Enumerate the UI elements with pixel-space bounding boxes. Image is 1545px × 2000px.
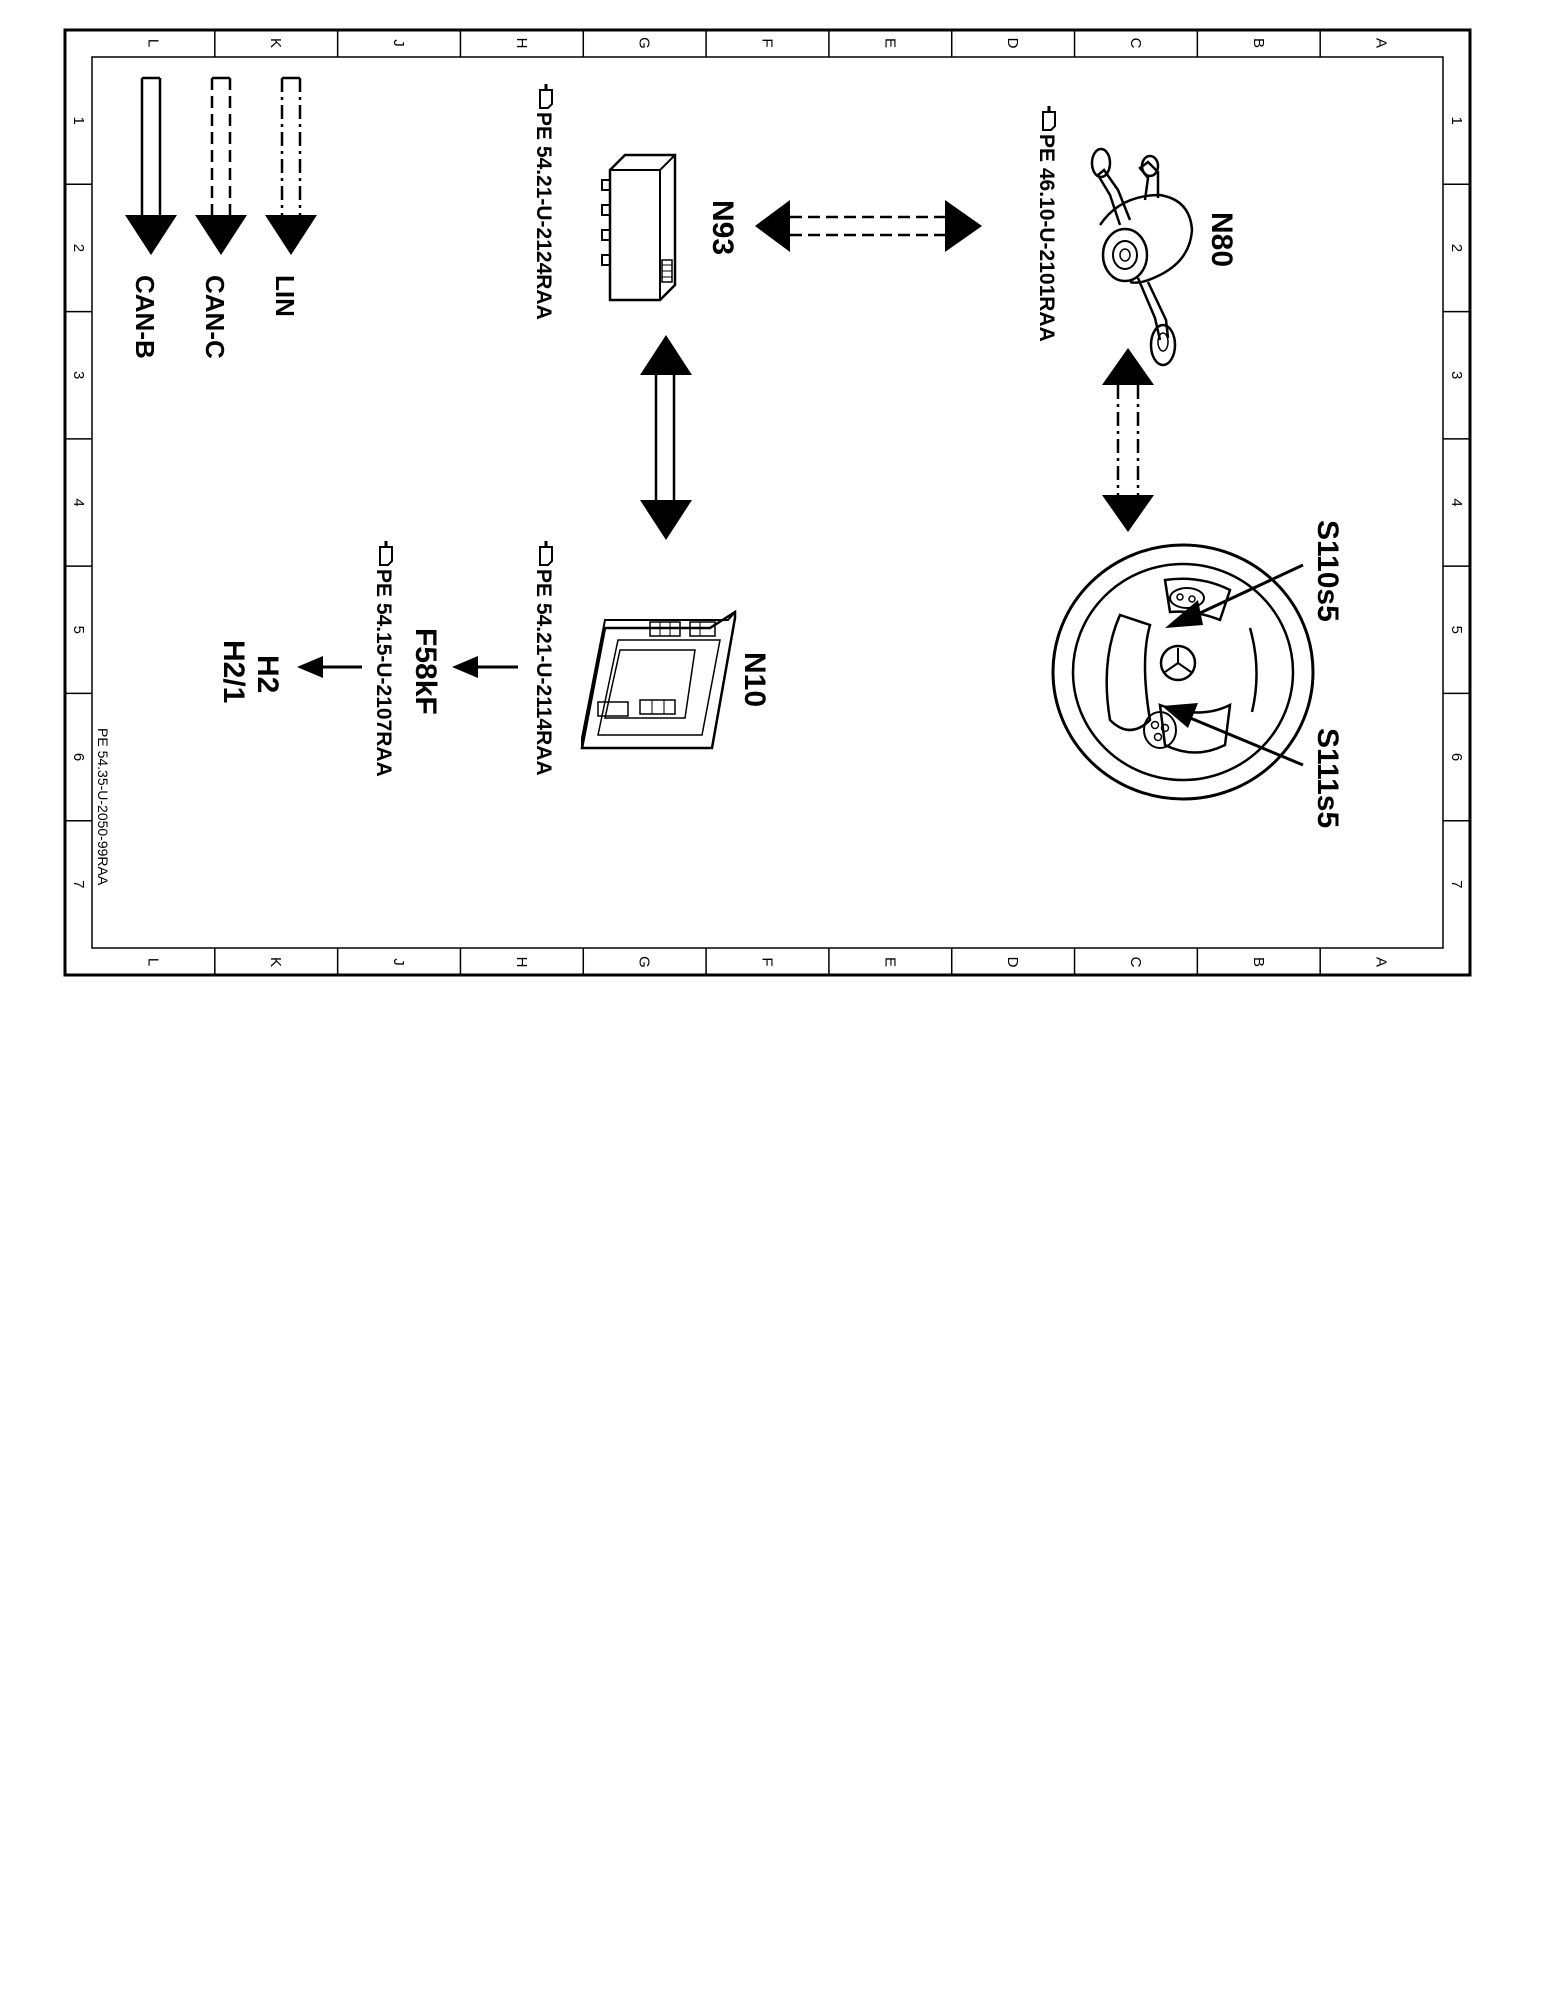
steering-wheel-icon [1051,543,1315,801]
grid-column-label-bottom: H [513,957,530,968]
s110s5-label: S110s5 [1311,520,1344,622]
grid-column-label-bottom: D [1004,957,1021,968]
grid-column-label-top: F [759,38,776,47]
n80-label: N80 [1205,212,1238,267]
grid-column-label-top: E [881,38,898,48]
grid-column-label-bottom: A [1373,957,1390,967]
drawing-frame [63,28,1472,977]
grid-row-label-left: 2 [70,244,87,252]
grid-column-label-top: H [513,38,530,49]
grid-row-label-left: 7 [70,880,87,888]
grid-row-label-left: 1 [70,116,87,124]
legend-can-c-arrow [195,76,247,255]
grid-column-label-bottom: E [881,957,898,967]
grid-column-label-bottom: G [636,956,653,968]
grid-column-label-bottom: K [267,957,284,967]
grid-labels: L L K K J J H H G G F F E E D D C C B B A A 1 1 2 2 3 3 4 4 5 5 6 6 7 7 [70,37,1465,968]
n93-module-icon [601,153,677,302]
n93-ref: PE 54.21-U-2124RAA [532,112,555,320]
n10-label: N10 [738,652,771,707]
can-b-connection-n93-n10 [640,335,692,540]
grid-row-label-right: 6 [1448,753,1465,761]
grid-row-label-left: 5 [70,626,87,634]
f58kf-to-h2-arrow [297,656,362,678]
grid-row-label-left: 3 [70,371,87,379]
s110s5-pointer-arrow [1165,563,1304,628]
n93-label: N93 [706,200,739,255]
grid-column-label-bottom: F [759,957,776,966]
grid-column-label-top: K [267,38,284,48]
grid-row-label-right: 1 [1448,116,1465,124]
grid-column-label-top: L [144,39,161,47]
legend: LIN CAN-C CAN-B [125,76,317,359]
legend-can-b-arrow [125,76,177,255]
n80-ref-pointer-icon [1042,106,1056,131]
grid-column-label-bottom: B [1250,957,1267,967]
legend-lin-label: LIN [270,275,300,317]
n10-ref: PE 54.21-U-2114RAA [532,569,555,776]
grid-row-label-left: 4 [70,498,87,506]
legend-can-b-label: CAN-B [130,275,160,359]
grid-column-label-top: B [1250,38,1267,48]
can-c-connection-n80-n93 [755,200,982,252]
grid-column-label-bottom: L [144,958,161,966]
h2-1-label: H2/1 [217,640,250,703]
n10-ref-pointer-icon [539,541,553,566]
grid-row-label-right: 4 [1448,498,1465,506]
f58kf-ref-pointer-icon [379,541,393,566]
drawing-id: PE 54.35-U-2050-99RAA [95,728,111,886]
n10-module-icon [580,609,737,750]
n80-ref: PE 46.10-U-2101RAA [1035,134,1058,342]
grid-ticks [65,30,1470,975]
grid-column-label-top: D [1004,38,1021,49]
grid-column-label-bottom: J [390,958,407,966]
grid-column-label-top: J [390,39,407,47]
s111s5-pointer-arrow [1162,703,1304,767]
grid-row-label-left: 6 [70,753,87,761]
legend-lin-arrow [265,76,317,255]
s111s5-label: S111s5 [1311,728,1344,828]
h2-label: H2 [251,655,284,693]
legend-can-c-label: CAN-C [200,275,230,359]
grid-row-label-right: 2 [1448,244,1465,252]
lin-connection-n80-steering-wheel [1102,348,1154,532]
grid-column-label-bottom: C [1127,957,1144,968]
grid-row-label-right: 5 [1448,626,1465,634]
n10-to-f58kf-arrow [452,656,518,678]
n93-ref-pointer-icon [539,84,553,109]
f58kf-ref: PE 54.15-U-2107RAA [372,569,395,777]
grid-row-label-right: 3 [1448,371,1465,379]
grid-column-label-top: C [1127,38,1144,49]
f58kf-label: F58kF [409,628,442,715]
grid-row-label-right: 7 [1448,880,1465,888]
grid-column-label-top: A [1373,38,1390,48]
n80-column-switch-icon [1090,147,1194,367]
grid-column-label-top: G [636,37,653,49]
